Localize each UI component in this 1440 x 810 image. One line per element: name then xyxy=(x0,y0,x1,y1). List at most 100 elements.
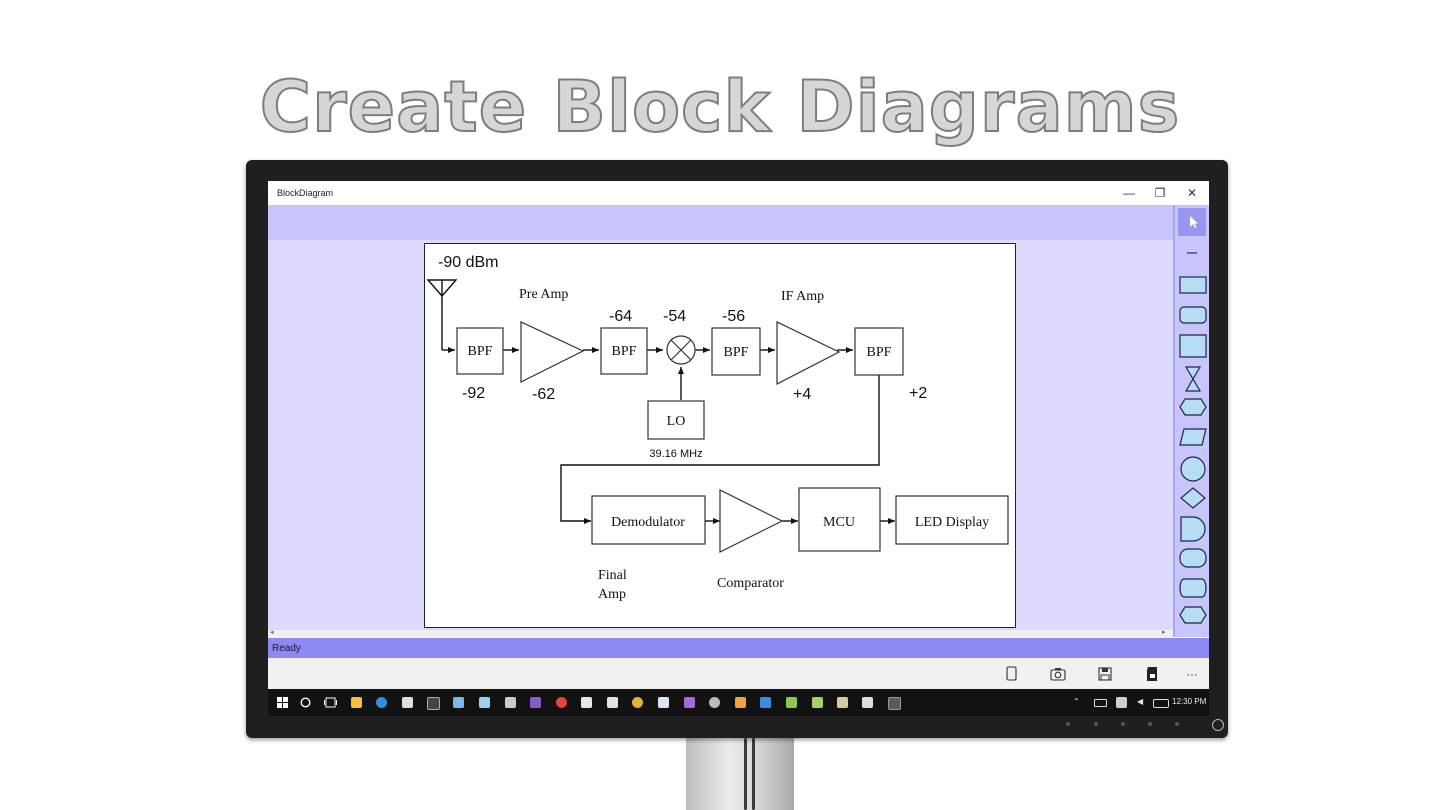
close-button[interactable]: ✕ xyxy=(1186,186,1198,200)
tray-chevron-icon[interactable]: ⌃ xyxy=(1073,697,1080,706)
bpf-block[interactable] xyxy=(854,327,904,376)
if-amp-triangle[interactable] xyxy=(776,321,841,385)
tablet-icon[interactable] xyxy=(1001,664,1021,684)
minimize-button[interactable]: — xyxy=(1123,186,1135,200)
monitor-cable xyxy=(744,738,747,810)
mcu-label: MCU xyxy=(823,515,855,530)
network-icon[interactable] xyxy=(1116,697,1127,708)
app-icon[interactable] xyxy=(862,697,873,708)
display-icon[interactable] xyxy=(1179,606,1207,624)
rectangle-icon[interactable] xyxy=(1179,276,1207,294)
level-label: +2 xyxy=(909,385,927,402)
chrome-icon[interactable] xyxy=(632,697,643,708)
document-icon[interactable] xyxy=(1179,334,1207,358)
comparator-caption: Comparator xyxy=(717,576,784,591)
bpf-block[interactable] xyxy=(456,327,504,375)
android-icon[interactable] xyxy=(812,697,823,708)
toolbar xyxy=(268,205,1173,240)
search-circle-icon[interactable] xyxy=(300,697,311,708)
led-display-block[interactable] xyxy=(895,495,1009,545)
bpf-label: BPF xyxy=(867,345,892,360)
bpf-label: BPF xyxy=(612,344,637,359)
volume-icon[interactable]: ◀ xyxy=(1137,697,1144,706)
bpf-block[interactable] xyxy=(711,327,761,376)
pointer-tool-button[interactable] xyxy=(1178,208,1206,236)
bezel-button[interactable] xyxy=(1094,722,1098,726)
settings-icon[interactable] xyxy=(709,697,720,708)
camera-icon[interactable] xyxy=(1048,664,1068,684)
keyboard-icon[interactable] xyxy=(1153,699,1169,708)
bpf-label: BPF xyxy=(724,345,749,360)
bpf-block[interactable] xyxy=(600,327,648,375)
app-icon[interactable] xyxy=(837,697,848,708)
bezel-button[interactable] xyxy=(1175,722,1179,726)
visual-studio-icon[interactable] xyxy=(684,697,695,708)
diamond-icon[interactable] xyxy=(1180,487,1206,509)
calculator-icon[interactable] xyxy=(505,697,516,708)
pre-amp-triangle[interactable] xyxy=(520,321,585,383)
lo-block[interactable] xyxy=(647,400,705,440)
app-icon[interactable] xyxy=(556,697,567,708)
window-title: BlockDiagram xyxy=(277,188,334,198)
bezel-button[interactable] xyxy=(1066,722,1070,726)
visual-studio-icon[interactable] xyxy=(530,697,541,708)
pre-amp-caption: Pre Amp xyxy=(519,287,568,302)
diagram-canvas[interactable]: -90 dBm xyxy=(424,243,1016,628)
line-tool-button[interactable] xyxy=(1178,239,1206,267)
power-button[interactable] xyxy=(1212,719,1224,731)
sd-card-icon[interactable] xyxy=(1142,664,1162,684)
scroll-right-arrow-icon[interactable]: ▸ xyxy=(1162,629,1166,636)
circle-icon[interactable] xyxy=(1180,456,1206,482)
taskbar-clock[interactable]: 12:30 PM xyxy=(1172,697,1207,706)
shape-tool-icons xyxy=(1179,276,1207,624)
more-icon[interactable]: ··· xyxy=(1186,667,1198,681)
save-icon[interactable] xyxy=(1095,664,1115,684)
file-explorer-icon[interactable] xyxy=(351,697,362,708)
delay-icon[interactable] xyxy=(1180,516,1206,542)
hexagon-icon[interactable] xyxy=(1179,398,1207,416)
level-label: -64 xyxy=(609,308,632,325)
cylinder-icon[interactable] xyxy=(1179,578,1207,598)
hourglass-icon[interactable] xyxy=(1184,366,1202,392)
app-icon[interactable] xyxy=(735,697,746,708)
promo-title: Create Block Diagrams xyxy=(259,65,1181,149)
app-icon[interactable] xyxy=(453,697,464,708)
terminal-icon[interactable] xyxy=(427,697,440,710)
wire xyxy=(560,375,880,524)
status-bar: Ready xyxy=(268,638,1209,658)
bezel-button[interactable] xyxy=(1121,722,1125,726)
notepad-icon[interactable] xyxy=(581,697,592,708)
if-amp-caption: IF Amp xyxy=(781,289,824,304)
bezel-button[interactable] xyxy=(1148,722,1152,726)
demodulator-block[interactable] xyxy=(591,495,706,545)
mcu-block[interactable] xyxy=(798,487,881,552)
level-label: -62 xyxy=(532,386,555,403)
taskbar: ⌃ ◀ 12:30 PM xyxy=(268,689,1209,716)
rounded-rectangle-icon[interactable] xyxy=(1179,306,1207,324)
final-amp-caption: Final xyxy=(598,568,627,583)
monitor-stand xyxy=(686,737,794,810)
app-icon[interactable] xyxy=(760,697,771,708)
active-app-icon[interactable] xyxy=(888,697,901,710)
bpf-label: BPF xyxy=(468,344,493,359)
edge-icon[interactable] xyxy=(376,697,387,708)
restore-button[interactable]: ❐ xyxy=(1154,186,1166,200)
level-label: -92 xyxy=(462,385,485,402)
mixer-cross xyxy=(670,339,692,361)
store-icon[interactable] xyxy=(402,697,413,708)
screen: BlockDiagram — ❐ ✕ -90 dBm xyxy=(268,181,1209,716)
lo-frequency-label: 39.16 MHz xyxy=(649,448,702,460)
paint-icon[interactable] xyxy=(607,697,618,708)
task-view-icon[interactable] xyxy=(324,697,337,708)
battery-icon xyxy=(1094,699,1107,707)
windows-start-icon[interactable] xyxy=(277,697,288,708)
scroll-left-arrow-icon[interactable]: ◂ xyxy=(270,629,274,636)
android-icon[interactable] xyxy=(786,697,797,708)
terminator-icon[interactable] xyxy=(1179,548,1207,568)
parallelogram-icon[interactable] xyxy=(1179,428,1207,446)
horizontal-scrollbar[interactable]: ◂ ▸ xyxy=(268,629,1173,638)
app-bar: ··· xyxy=(268,658,1209,689)
app-icon[interactable] xyxy=(479,697,490,708)
app-icon[interactable] xyxy=(658,697,669,708)
comparator-triangle[interactable] xyxy=(719,489,784,553)
